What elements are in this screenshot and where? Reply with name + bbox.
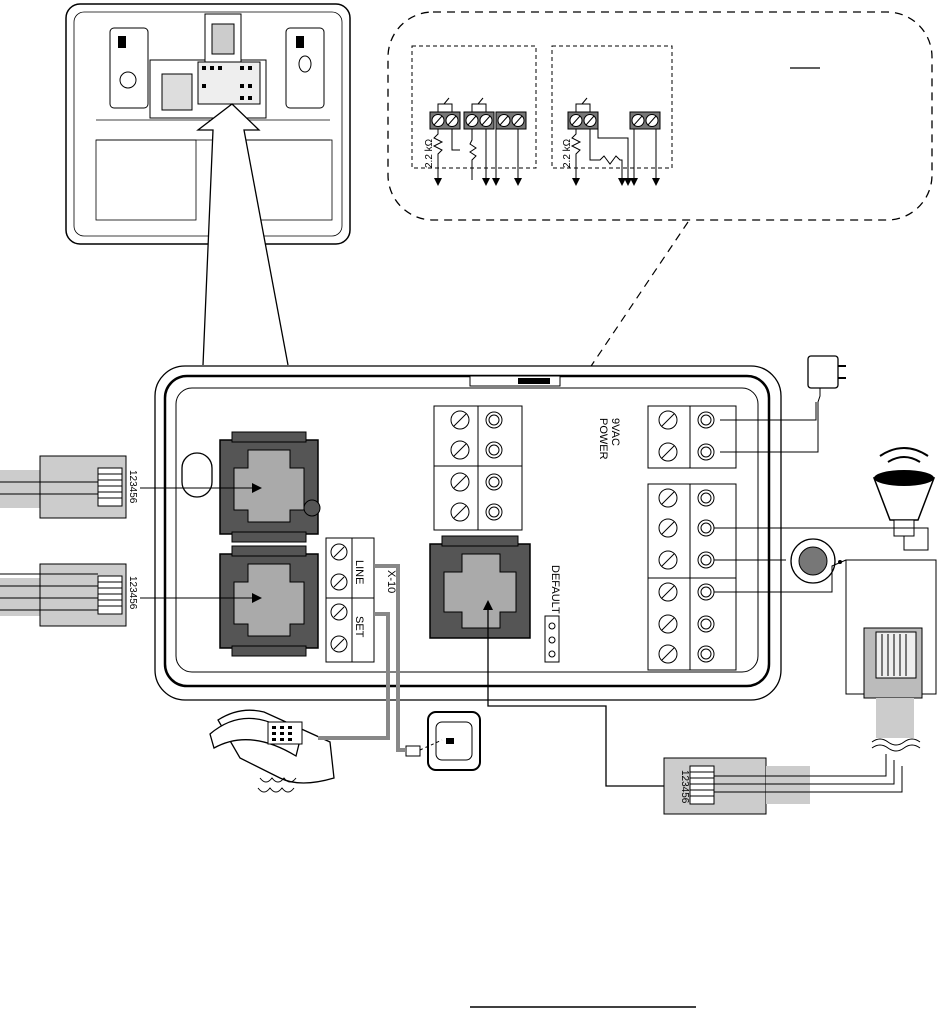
line-set-terminal: LINE SET bbox=[326, 538, 374, 662]
x10-module bbox=[406, 712, 480, 770]
control-board: LINE SET X-10 9VAC POWER DEF bbox=[155, 366, 781, 700]
terminal-block-option-1: 2.2 kΩ bbox=[424, 98, 526, 186]
zone-terminal-block bbox=[434, 406, 522, 530]
terminal-block-option-2: 2.2 kΩ bbox=[562, 98, 660, 186]
resistor-label-2: 2.2 kΩ bbox=[562, 138, 573, 168]
pin-numbers-cable: 123456 bbox=[679, 770, 690, 804]
set-label: SET bbox=[353, 616, 365, 638]
x10-label: X-10 bbox=[385, 570, 397, 593]
phone-jack-top bbox=[220, 432, 320, 542]
wall-phone-jack bbox=[846, 560, 936, 751]
pin-numbers-top: 123456 bbox=[127, 470, 138, 504]
power-label: POWER bbox=[597, 418, 609, 460]
power-terminal bbox=[648, 406, 736, 468]
x10-jack bbox=[430, 536, 530, 638]
panel-back-view bbox=[66, 4, 350, 365]
power-rating-label: 9VAC bbox=[609, 418, 621, 446]
pin-numbers-bottom: 123456 bbox=[127, 576, 138, 610]
telephone-icon bbox=[210, 710, 334, 792]
default-label: DEFAULT bbox=[549, 565, 561, 614]
output-terminal-block bbox=[648, 484, 736, 670]
phone-jack-bottom bbox=[220, 546, 318, 656]
resistor-label-1: 2.2 kΩ bbox=[424, 138, 435, 168]
line-label: LINE bbox=[353, 560, 365, 584]
